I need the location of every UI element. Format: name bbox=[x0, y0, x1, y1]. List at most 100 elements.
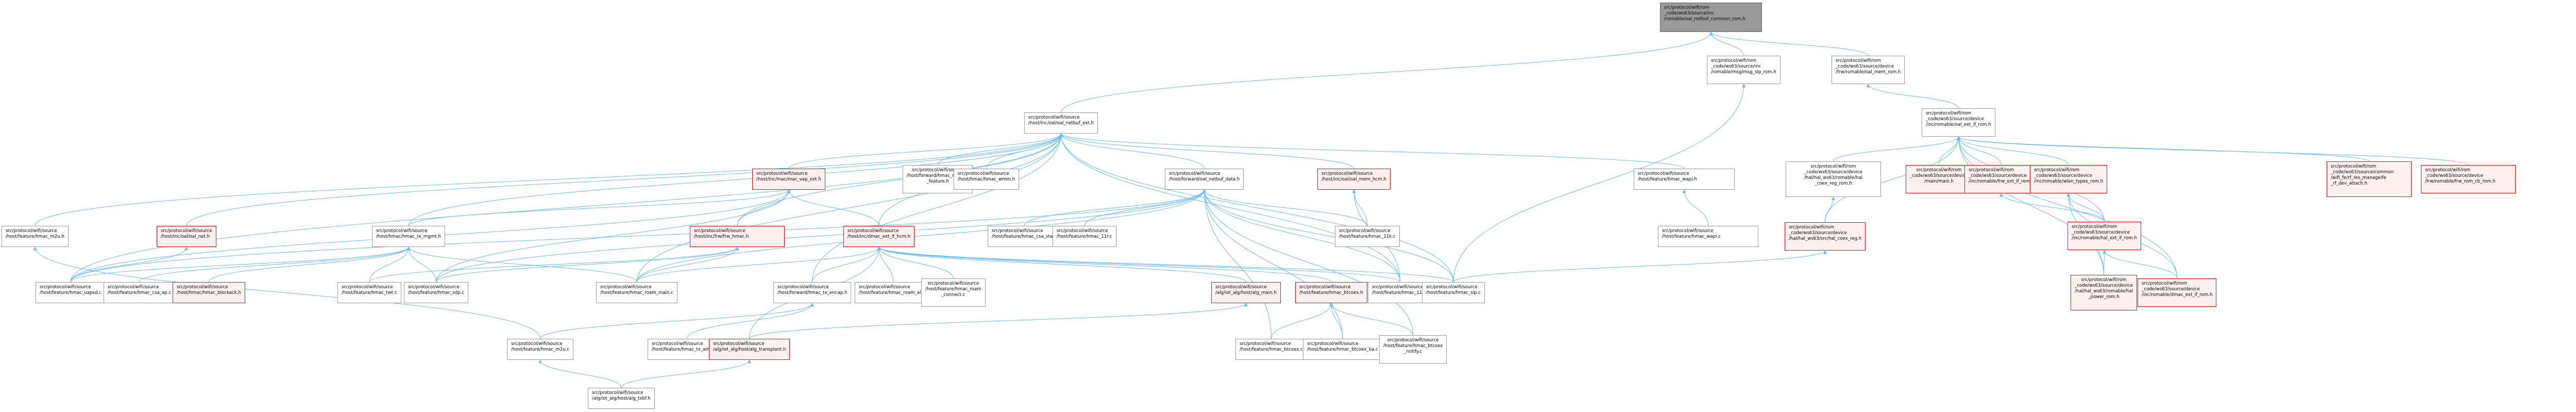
edge-n5-to-n1 bbox=[35, 133, 1063, 226]
edge-n10-to-n1 bbox=[1059, 133, 1205, 169]
node-dmac-ext-if-rom-h[interactable]: src/protocol/wifi/rom _code/ws63/source/… bbox=[2138, 278, 2217, 307]
node-hal-coex-reg-h[interactable]: src/protocol/wifi/rom _code/ws63/source/… bbox=[1785, 222, 1866, 251]
edge-n39-to-n10 bbox=[1202, 189, 1400, 283]
node-hmac-11r-c[interactable]: src/protocol/wifi/source /host/feature/h… bbox=[1053, 226, 1116, 247]
node-hal-coex-reg-rom-h[interactable]: src/protocol/wifi/rom _code/ws63/source/… bbox=[1786, 161, 1881, 197]
edge-n1-to-n0 bbox=[1061, 31, 1713, 113]
node-oal-netbuf-data-h[interactable]: src/protocol/wifi/source /host/forward/o… bbox=[1165, 169, 1244, 190]
node-hmac-tx-encap-h[interactable]: src/protocol/wifi/source /host/forward/h… bbox=[773, 282, 852, 303]
edge-n40-to-n1 bbox=[1059, 133, 1454, 283]
edge-n42-to-n27 bbox=[2103, 250, 2177, 279]
node-oal-mem-rom-h[interactable]: src/protocol/wifi/rom _code/ws63/source/… bbox=[1832, 56, 1905, 84]
edge-n48-to-n10 bbox=[1202, 189, 1413, 336]
node-hal-ext-if-rom-h[interactable]: src/protocol/wifi/rom _code/ws63/source/… bbox=[2067, 222, 2141, 250]
node-main-h[interactable]: src/protocol/wifi/rom _code/ws63/source/… bbox=[1906, 165, 1972, 193]
edge-n13-to-n4 bbox=[1833, 136, 1960, 162]
node-alg-transplant-h[interactable]: src/protocol/wifi/source /alg/iot_alg/ho… bbox=[709, 339, 790, 360]
edge-n34-to-n21 bbox=[812, 246, 881, 283]
node-frw-ext-if-rom-h[interactable]: src/protocol/wifi/rom _code/ws63/source/… bbox=[1964, 165, 2039, 193]
edge-n21-to-n7 bbox=[787, 189, 879, 226]
node-msg-slp-rom-h[interactable]: src/protocol/wifi/rom _code/ws63/source/… bbox=[1707, 56, 1781, 84]
node-hmac-blockack-h[interactable]: src/protocol/wifi/source /host/hmac/hmac… bbox=[173, 282, 245, 303]
edge-n44-to-n34 bbox=[686, 303, 814, 339]
edge-n8-to-n1 bbox=[937, 133, 1063, 166]
node-hmac-tx-mgmt-h[interactable]: src/protocol/wifi/source /host/hmac/hmac… bbox=[372, 226, 445, 247]
edge-n40-to-n26 bbox=[1453, 250, 1827, 283]
node-alg-txbf-h[interactable]: src/protocol/wifi/source /alg/iot_alg/ho… bbox=[588, 388, 655, 409]
node-wlan-types-rom-h[interactable]: src/protocol/wifi/rom _code/ws63/source/… bbox=[2030, 165, 2108, 193]
edge-n25-to-n12 bbox=[1682, 189, 1708, 226]
node-hmac-btcoex-notify-c[interactable]: src/protocol/wifi/source /host/feature/h… bbox=[1379, 335, 1447, 364]
edge-n43-to-n5 bbox=[33, 246, 540, 339]
edge-n19-to-n1 bbox=[408, 133, 1063, 226]
edge-n26-to-n13 bbox=[1825, 196, 1835, 223]
edge-n46-to-n10 bbox=[1202, 189, 1272, 339]
edge-n18-to-n4 bbox=[1957, 136, 2469, 166]
node-hmac-wapi-c[interactable]: src/protocol/wifi/source /host/feature/h… bbox=[1658, 226, 1758, 247]
edge-n31-to-n19 bbox=[369, 246, 411, 283]
edge-n23-to-n10 bbox=[1084, 189, 1206, 226]
edge-n46-to-n38 bbox=[1271, 303, 1333, 339]
node-hmac-slp-c[interactable]: src/protocol/wifi/source /host/feature/h… bbox=[1422, 282, 1485, 303]
node-hmac-btcoex-c[interactable]: src/protocol/wifi/source /host/feature/h… bbox=[1235, 339, 1307, 360]
node-hmac-csa-ap-c[interactable]: src/protocol/wifi/source /host/feature/h… bbox=[104, 282, 176, 303]
edge-n49-to-n45 bbox=[621, 359, 751, 388]
edge-n40-to-n10 bbox=[1202, 189, 1454, 283]
edge-n33-to-n19 bbox=[406, 246, 637, 283]
edge-n30-to-n19 bbox=[209, 246, 411, 283]
node-hmac-roam-main-c[interactable]: src/protocol/wifi/source /host/feature/h… bbox=[596, 282, 677, 303]
node-frw-rom-cb-rom-h[interactable]: src/protocol/wifi/rom _code/ws63/source/… bbox=[2421, 165, 2516, 193]
edge-n33-to-n20 bbox=[636, 246, 739, 283]
node-hmac-m2u-h[interactable]: src/protocol/wifi/source /host/feature/h… bbox=[2, 226, 69, 247]
edge-n47-to-n38 bbox=[1329, 303, 1343, 339]
node-hmac-m2u-c[interactable]: src/protocol/wifi/source /host/feature/h… bbox=[507, 339, 574, 360]
node-oal-ext-if-rom-h[interactable]: src/protocol/wifi/rom _code/ws63/source/… bbox=[1922, 108, 1995, 137]
edge-n29-to-n19 bbox=[139, 246, 411, 283]
node-dmac-ext-if-hcm-h[interactable]: src/protocol/wifi/source /host/inc/dmac_… bbox=[843, 226, 915, 247]
edge-n26-to-n4 bbox=[1825, 136, 1960, 223]
edge-n28-to-n1 bbox=[70, 133, 1063, 283]
edge-n39-to-n1 bbox=[1059, 133, 1400, 283]
node-fe-rf-dev-attach-h[interactable]: src/protocol/wifi/rom _code/ws63/source/… bbox=[2327, 161, 2412, 197]
edge-n28-to-n19 bbox=[70, 246, 411, 283]
node-mac-vap-ext-h[interactable]: src/protocol/wifi/source /host/inc/mac/m… bbox=[752, 169, 825, 190]
node-hmac-btcoex-h[interactable]: src/protocol/wifi/source /host/feature/h… bbox=[1295, 282, 1367, 303]
edge-n20-to-n1 bbox=[737, 133, 1063, 226]
edge-n15-to-n4 bbox=[1957, 136, 2002, 166]
node-oal-mem-hcm-h[interactable]: src/protocol/wifi/source /host/inc/oal/o… bbox=[1317, 169, 1391, 190]
node-hal-power-rom-h[interactable]: src/protocol/wifi/rom _code/ws63/source/… bbox=[2071, 275, 2137, 310]
node-oal-net-h[interactable]: src/protocol/wifi/source /host/inc/oal/o… bbox=[157, 226, 216, 247]
node-oal-netbuf-ext-h[interactable]: src/protocol/wifi/source /host/inc/oal/o… bbox=[1024, 112, 1098, 134]
node-hmac-roam-alg-c[interactable]: src/protocol/wifi/source /host/feature/h… bbox=[855, 282, 932, 303]
edge-n27-to-n16 bbox=[2066, 193, 2105, 222]
edge-n37-to-n21 bbox=[877, 246, 1246, 283]
node-oal-netbuf-common-rom-h[interactable]: src/protocol/wifi/rom _code/ws63/source/… bbox=[1660, 3, 1762, 32]
edge-n12-to-n1 bbox=[1059, 133, 1685, 169]
edge-n6-to-n1 bbox=[186, 133, 1063, 226]
edge-n14-to-n4 bbox=[1939, 136, 1960, 166]
edge-n47-to-n10 bbox=[1202, 189, 1343, 339]
node-frw-hmac-h[interactable]: src/protocol/wifi/source /host/inc/frw/f… bbox=[690, 226, 785, 247]
edge-n42-to-n4 bbox=[1957, 136, 2177, 279]
node-hmac-csa-sta-c[interactable]: src/protocol/wifi/source /host/feature/h… bbox=[988, 226, 1061, 247]
node-hmac-wmm-h[interactable]: src/protocol/wifi/source /host/hmac/hmac… bbox=[954, 169, 1020, 190]
node-hmac-wapi-h[interactable]: src/protocol/wifi/source /host/feature/h… bbox=[1634, 169, 1735, 190]
edge-n40-to-n2 bbox=[1453, 84, 1745, 283]
node-hmac-sdp-c[interactable]: src/protocol/wifi/source /host/feature/h… bbox=[404, 282, 469, 303]
edge-n24-to-n11 bbox=[1352, 189, 1368, 226]
edge-n38-to-n21 bbox=[877, 246, 1332, 283]
node-hmac-twt-c[interactable]: src/protocol/wifi/source /host/feature/h… bbox=[337, 282, 401, 303]
edge-n32-to-n19 bbox=[406, 246, 436, 283]
node-hmac-11k-c[interactable]: src/protocol/wifi/source /host/feature/h… bbox=[1335, 226, 1400, 247]
edge-n2-to-n0 bbox=[1709, 31, 1744, 56]
node-hmac-roam-connect-c[interactable]: src/protocol/wifi/source /host/feature/h… bbox=[921, 278, 986, 307]
node-hmac-btcoex-ba-c[interactable]: src/protocol/wifi/source /host/feature/h… bbox=[1303, 339, 1382, 360]
node-alg-main-h[interactable]: src/protocol/wifi/source /alg/iot_alg/ho… bbox=[1211, 282, 1281, 303]
edge-n35-to-n21 bbox=[877, 246, 893, 283]
edge-n11-to-n1 bbox=[1059, 133, 1354, 169]
edge-n32-to-n7 bbox=[436, 189, 791, 283]
node-hmac-uapsd-c[interactable]: src/protocol/wifi/source /host/feature/h… bbox=[36, 282, 106, 303]
edge-n36-to-n21 bbox=[877, 246, 954, 279]
edge-n49-to-n43 bbox=[538, 359, 622, 388]
